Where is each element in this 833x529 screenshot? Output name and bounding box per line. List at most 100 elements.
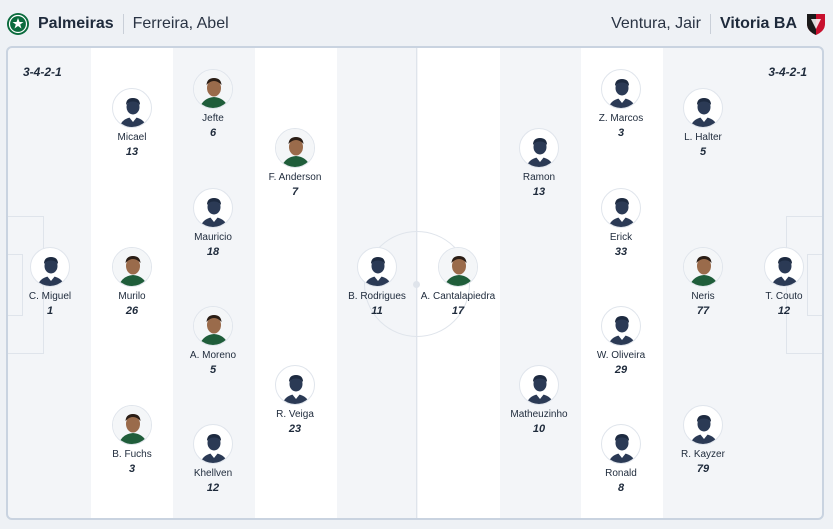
player-silhouette-icon[interactable]: [275, 365, 315, 405]
player-card[interactable]: Neris 77: [653, 247, 753, 317]
away-formation: 3-4-2-1: [768, 65, 807, 79]
player-card[interactable]: Ramon 13: [489, 128, 589, 198]
player-card[interactable]: Z. Marcos 3: [571, 69, 671, 139]
player-card[interactable]: Mauricio 18: [163, 188, 263, 258]
player-card[interactable]: Ronald 8: [571, 424, 671, 494]
player-name[interactable]: F. Anderson: [268, 172, 322, 183]
player-card[interactable]: B. Rodrigues 11: [327, 247, 427, 317]
player-number: 10: [532, 423, 546, 435]
player-name[interactable]: C. Miguel: [28, 291, 72, 302]
player-card[interactable]: Khellven 12: [163, 424, 263, 494]
player-number: 12: [206, 482, 220, 494]
player-card[interactable]: B. Fuchs 3: [82, 405, 182, 475]
player-silhouette-icon[interactable]: [683, 88, 723, 128]
player-card[interactable]: Micael 13: [82, 88, 182, 158]
player-number: 12: [777, 305, 791, 317]
home-coach-name[interactable]: Ferreira, Abel: [132, 15, 229, 32]
player-photo[interactable]: [112, 405, 152, 445]
player-name[interactable]: W. Oliveira: [596, 350, 646, 361]
player-silhouette-icon[interactable]: [601, 69, 641, 109]
player-silhouette-icon[interactable]: [193, 188, 233, 228]
player-card[interactable]: T. Couto 12: [734, 247, 822, 317]
player-name[interactable]: A. Moreno: [189, 350, 237, 361]
player-silhouette-icon[interactable]: [601, 424, 641, 464]
player-name[interactable]: R. Veiga: [276, 409, 314, 420]
player-name[interactable]: Jefte: [202, 113, 224, 124]
player-card[interactable]: Matheuzinho 10: [489, 365, 589, 435]
player-name[interactable]: Micael: [117, 132, 147, 143]
player-name[interactable]: L. Halter: [684, 132, 722, 143]
player-name[interactable]: Murilo: [118, 291, 146, 302]
header-divider: [709, 14, 711, 34]
player-photo[interactable]: [683, 247, 723, 287]
player-name[interactable]: Neris: [691, 291, 715, 302]
home-club-name[interactable]: Palmeiras: [38, 15, 114, 32]
header-divider: [122, 14, 124, 34]
player-silhouette-icon[interactable]: [601, 188, 641, 228]
pitch-stripe: [255, 48, 337, 518]
player-silhouette-icon[interactable]: [764, 247, 804, 287]
player-name[interactable]: Ronald: [605, 468, 637, 479]
center-spot: [413, 281, 420, 288]
player-card[interactable]: L. Halter 5: [653, 88, 753, 158]
away-team-header: Ventura, Jair Vitoria BA: [611, 12, 827, 36]
player-number: 77: [696, 305, 710, 317]
player-silhouette-icon[interactable]: [683, 405, 723, 445]
player-card[interactable]: Jefte 6: [163, 69, 263, 139]
player-number: 3: [128, 463, 136, 475]
player-silhouette-icon[interactable]: [357, 247, 397, 287]
player-number: 8: [617, 482, 625, 494]
player-silhouette-icon[interactable]: [193, 424, 233, 464]
player-photo[interactable]: [112, 247, 152, 287]
player-number: 17: [451, 305, 465, 317]
player-number: 13: [532, 186, 546, 198]
player-number: 6: [209, 127, 217, 139]
away-goal-area: [807, 254, 822, 316]
player-number: 7: [291, 186, 299, 198]
player-number: 33: [614, 246, 628, 258]
player-name[interactable]: T. Couto: [765, 291, 803, 302]
player-card[interactable]: A. Moreno 5: [163, 306, 263, 376]
player-card[interactable]: R. Veiga 23: [245, 365, 345, 435]
player-silhouette-icon[interactable]: [601, 306, 641, 346]
player-name[interactable]: Khellven: [193, 468, 233, 479]
player-silhouette-icon[interactable]: [30, 247, 70, 287]
vitoria-crest-icon[interactable]: [805, 12, 827, 36]
player-card[interactable]: Erick 33: [571, 188, 671, 258]
player-number: 18: [206, 246, 220, 258]
player-silhouette-icon[interactable]: [519, 365, 559, 405]
player-photo[interactable]: [438, 247, 478, 287]
player-name[interactable]: A. Cantalapiedra: [420, 291, 496, 302]
player-photo[interactable]: [193, 306, 233, 346]
player-number: 13: [125, 146, 139, 158]
player-number: 5: [699, 146, 707, 158]
player-number: 1: [46, 305, 54, 317]
player-photo[interactable]: [275, 128, 315, 168]
player-photo[interactable]: [193, 69, 233, 109]
player-name[interactable]: Mauricio: [194, 232, 232, 243]
player-card[interactable]: A. Cantalapiedra 17: [408, 247, 508, 317]
player-card[interactable]: F. Anderson 7: [245, 128, 345, 198]
player-name[interactable]: Z. Marcos: [598, 113, 644, 124]
player-number: 23: [288, 423, 302, 435]
player-name[interactable]: Erick: [609, 232, 633, 243]
player-number: 3: [617, 127, 625, 139]
away-club-name[interactable]: Vitoria BA: [719, 15, 797, 32]
player-name[interactable]: Matheuzinho: [510, 409, 568, 420]
player-silhouette-icon[interactable]: [112, 88, 152, 128]
home-goal-area: [8, 254, 23, 316]
player-name[interactable]: B. Rodrigues: [348, 291, 406, 302]
away-coach-name[interactable]: Ventura, Jair: [611, 15, 701, 32]
player-number: 11: [371, 305, 383, 317]
player-name[interactable]: R. Kayzer: [681, 449, 725, 460]
player-name[interactable]: Ramon: [522, 172, 556, 183]
player-name[interactable]: B. Fuchs: [112, 449, 152, 460]
player-silhouette-icon[interactable]: [519, 128, 559, 168]
palmeiras-crest-icon[interactable]: [6, 12, 30, 36]
player-number: 5: [209, 364, 217, 376]
player-card[interactable]: C. Miguel 1: [8, 247, 100, 317]
